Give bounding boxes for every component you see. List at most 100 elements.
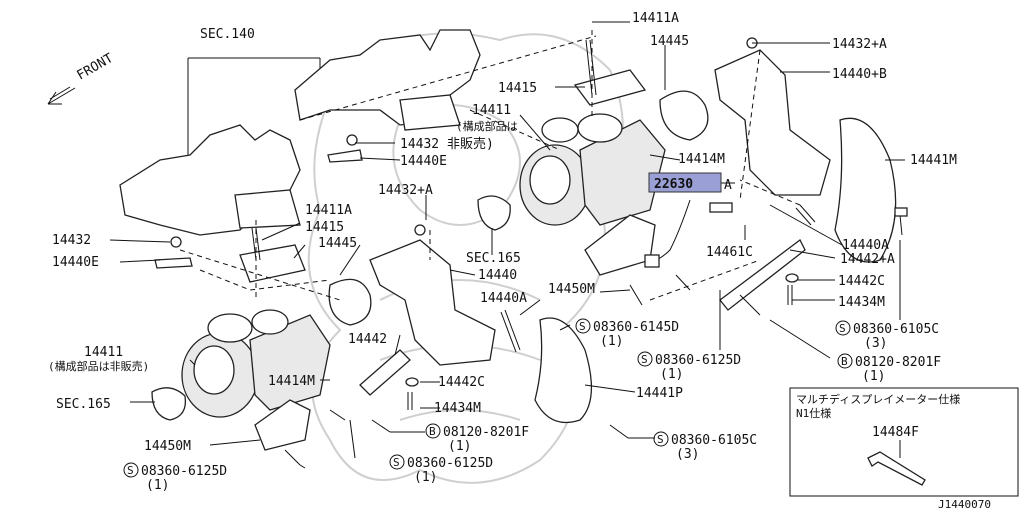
- bracket-14442: [359, 349, 411, 396]
- label-14414M-mid: 14414M: [268, 374, 315, 389]
- label-s08360-6125D-mid: 08360-6125D: [655, 353, 741, 368]
- gasket-14415-upper: [573, 69, 647, 106]
- cable-tie-icon: [867, 451, 926, 486]
- label-b08120-8201F-right-qty: (1): [862, 369, 885, 384]
- label-14442C-mid: 14442C: [438, 375, 485, 390]
- label-14450M-mid: 14450M: [548, 282, 595, 297]
- label-s08360-6105C-bottom: 08360-6105C: [671, 433, 757, 448]
- heat-shield-14450M-left: [254, 399, 311, 451]
- label-14411-left-note: (構成部品は非販売): [48, 359, 149, 373]
- label-14440: 14440: [478, 268, 517, 283]
- turbocharger-lower: [181, 309, 331, 418]
- label-s08360-6125D-bottom: 08360-6125D: [407, 456, 493, 471]
- label-14461C: 14461C: [706, 245, 753, 260]
- heat-shield-14441P: [534, 317, 593, 424]
- label-s08360-6125D-bottom-qty: (1): [414, 470, 437, 485]
- label-sec165-left: SEC.165: [56, 397, 111, 412]
- heat-shield-14450M-mid: [584, 214, 656, 276]
- label-sec165-mid: SEC.165: [466, 251, 521, 266]
- symbol-b-icon: [837, 353, 853, 369]
- bracket-14442A: [719, 239, 806, 311]
- gasket-sec165-left: [151, 387, 187, 421]
- label-14411-top-note: (構成部品は: [456, 119, 518, 133]
- label-14414M-top: 14414M: [678, 152, 725, 167]
- bolts: [154, 37, 908, 466]
- symbol-b-text: B: [429, 425, 436, 438]
- label-14434M-mid: 14434M: [434, 401, 481, 416]
- label-b08120-8201F-mid-qty: (1): [448, 439, 471, 454]
- symbol-s-icon: [123, 462, 139, 478]
- symbol-s-text: S: [579, 320, 586, 333]
- heat-shield-14441M: [834, 117, 897, 263]
- label-s08360-6125D-mid-qty: (1): [660, 367, 683, 382]
- exhaust-manifold-upper: [294, 29, 481, 131]
- label-s08360-6105C-right: 08360-6105C: [853, 322, 939, 337]
- footer-code: J1440070: [938, 498, 991, 511]
- label-14415-mid: 14415: [305, 220, 344, 235]
- gasket-14415-lower: [239, 244, 306, 283]
- label-s08360-6145D-qty: (1): [600, 334, 623, 349]
- outlet-14440B: [714, 49, 831, 196]
- symbol-s-icon: [575, 318, 591, 334]
- label-14440A-mid: 14440A: [480, 291, 527, 306]
- symbol-s-icon: [389, 454, 405, 470]
- symbol-s-icon: [637, 351, 653, 367]
- sensor-22630A: [644, 199, 733, 268]
- symbol-s-text: S: [641, 353, 648, 366]
- label-14411A-top: 14411A: [632, 11, 679, 26]
- label-14442-mid: 14442: [348, 332, 387, 347]
- exhaust-manifold-lower: [119, 124, 301, 236]
- label-14440A-right: 14440A: [842, 238, 889, 253]
- label-14442C-right: 14442C: [838, 274, 885, 289]
- label-b08120-8201F-mid: 08120-8201F: [443, 425, 529, 440]
- symbol-s-text: S: [393, 456, 400, 469]
- label-s08360-6125D-left-qty: (1): [146, 478, 169, 493]
- label-22630: 22630: [654, 177, 693, 192]
- callout-part: 14484F: [872, 425, 919, 440]
- symbol-b-icon: [425, 423, 441, 439]
- symbol-s-icon: [653, 431, 669, 447]
- label-14415-top: 14415: [498, 81, 537, 96]
- label-14411-top: 14411: [472, 103, 511, 118]
- label-14440B: 14440+B: [832, 67, 887, 82]
- label-b08120-8201F-right: 08120-8201F: [855, 355, 941, 370]
- symbol-s-text: S: [839, 322, 846, 335]
- label-14432A-mid: 14432+A: [378, 183, 433, 198]
- highlight-22630: [648, 172, 722, 193]
- label-14440E-mid: 14440E: [400, 154, 447, 169]
- label-s08360-6105C-bottom-qty: (3): [676, 447, 699, 462]
- sec140-label: SEC.140: [200, 27, 255, 42]
- symbol-s-icon: [835, 320, 851, 336]
- label-14441M: 14441M: [910, 153, 957, 168]
- callout-box: マルチディスプレイメーター仕様 N1仕様 14484F: [789, 387, 1019, 497]
- gasket-14445-lower: [328, 278, 372, 326]
- assembly-lines: [179, 30, 801, 301]
- callout-line2: N1仕様: [796, 406, 831, 420]
- label-14441P: 14441P: [636, 386, 683, 401]
- label-14434M-right: 14434M: [838, 295, 885, 310]
- label-s08360-6125D-left: 08360-6125D: [141, 464, 227, 479]
- symbol-s-text: S: [127, 464, 134, 477]
- label-14440E-left: 14440E: [52, 255, 99, 270]
- label-s08360-6145D: 08360-6145D: [593, 320, 679, 335]
- label-22630-suffix: A: [724, 178, 732, 193]
- symbol-s-text: S: [657, 433, 664, 446]
- gasket-14445-upper: [659, 90, 709, 141]
- label-14432-mid: 14432 非販売): [400, 136, 494, 152]
- leader-lines: [109, 21, 905, 469]
- symbol-b-text: B: [841, 355, 848, 368]
- label-14432A-top: 14432+A: [832, 37, 887, 52]
- label-14411-left: 14411: [84, 345, 123, 360]
- front-label: FRONT: [75, 51, 117, 84]
- label-14445-top: 14445: [650, 34, 689, 49]
- label-14432-left: 14432: [52, 233, 91, 248]
- turbocharger-upper: [519, 113, 666, 226]
- outlet-14440: [369, 239, 496, 366]
- label-14411A-mid: 14411A: [305, 203, 352, 218]
- label-14442A: 14442+A: [840, 252, 895, 267]
- gasket-sec165-mid: [477, 195, 511, 231]
- label-s08360-6105C-right-qty: (3): [864, 336, 887, 351]
- callout-line1: マルチディスプレイメーター仕様: [796, 392, 960, 406]
- label-14450M-left: 14450M: [144, 439, 191, 454]
